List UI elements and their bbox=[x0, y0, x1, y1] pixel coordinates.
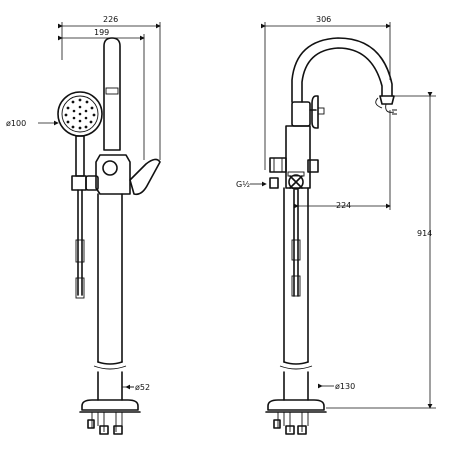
handshower-head bbox=[57, 91, 103, 137]
lower-nut bbox=[269, 177, 279, 189]
handshower-handle bbox=[75, 135, 85, 177]
cross-handle bbox=[288, 174, 304, 190]
front-view: 226 199 ø100 bbox=[6, 15, 161, 435]
handshower-connector bbox=[71, 175, 87, 191]
mixer-body bbox=[95, 154, 131, 195]
inner-hose bbox=[291, 189, 301, 297]
side-view: 306 bbox=[236, 15, 436, 435]
gooseneck-spout bbox=[291, 37, 395, 113]
spout-handle bbox=[291, 95, 325, 129]
riser-pipe bbox=[93, 193, 127, 401]
dim-overall-height: 914 bbox=[326, 92, 436, 409]
spout-outlet bbox=[379, 95, 395, 105]
riser-pipe-side bbox=[279, 187, 313, 401]
mixer-cartridge bbox=[102, 160, 118, 176]
lever-handle bbox=[129, 158, 161, 196]
dim-overall-width: 226 bbox=[58, 15, 161, 160]
connection-nut bbox=[269, 157, 287, 173]
floor-flange bbox=[79, 399, 141, 435]
dim-130-label: ø130 bbox=[335, 382, 355, 391]
floor-flange-side bbox=[265, 399, 327, 435]
dim-914-label: 914 bbox=[417, 229, 432, 238]
handshower-rod bbox=[103, 37, 121, 151]
dim-199-label: 199 bbox=[94, 28, 109, 37]
dim-spout-projection: 224 bbox=[294, 110, 391, 210]
dim-100-label: ø100 bbox=[6, 119, 26, 128]
aerator-icon bbox=[392, 109, 397, 115]
thread-g-label: G½ bbox=[236, 180, 250, 189]
side-valve bbox=[307, 159, 319, 173]
dim-306-label: 306 bbox=[316, 15, 331, 24]
dim-224-label: 224 bbox=[336, 201, 351, 210]
shower-hose bbox=[75, 189, 85, 299]
dim-226-label: 226 bbox=[103, 15, 118, 24]
rod-ring bbox=[105, 87, 119, 95]
spray-nozzles bbox=[64, 98, 96, 130]
dim-spout-reach: 306 bbox=[261, 15, 391, 170]
dim-spout-width: 199 bbox=[58, 28, 145, 160]
dim-52-label: ø52 bbox=[135, 383, 150, 392]
mixer-body-side bbox=[269, 125, 319, 190]
